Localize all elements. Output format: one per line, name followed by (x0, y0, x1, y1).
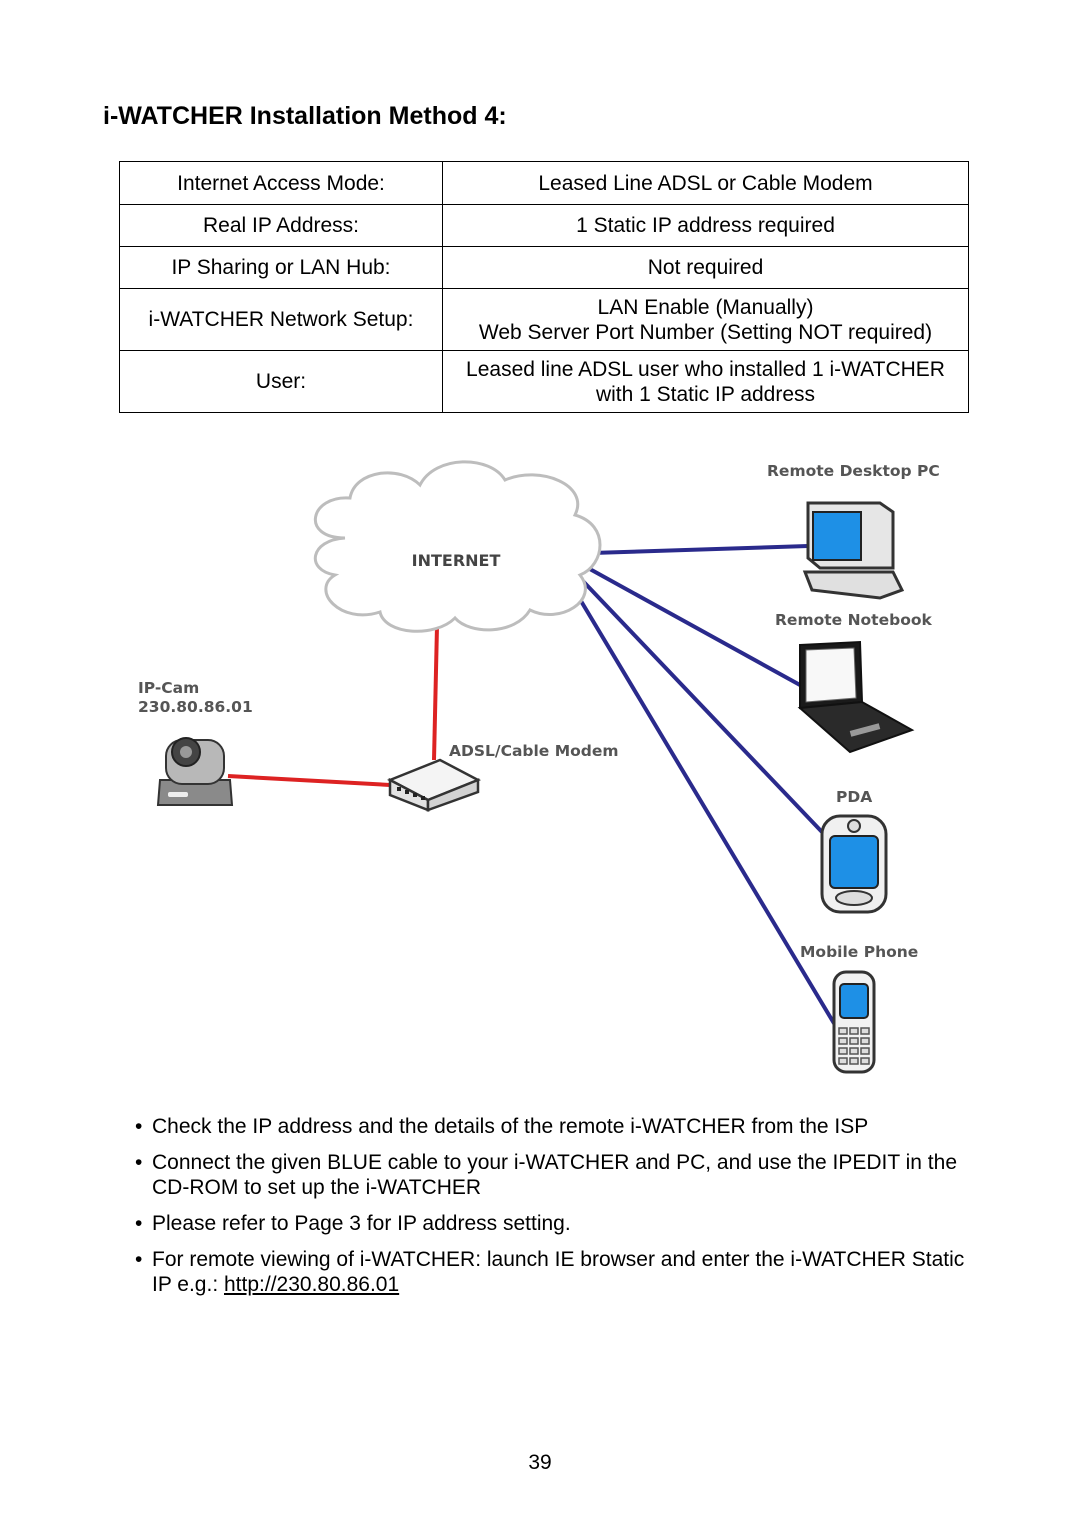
row-value: Leased line ADSL user who installed 1 i-… (442, 350, 969, 413)
blue-cable-phone (570, 584, 837, 1027)
page-title: i-WATCHER Installation Method 4: (103, 102, 507, 130)
blue-cable-pda (578, 576, 824, 834)
list-item: • Connect the given BLUE cable to your i-… (132, 1150, 972, 1200)
specs-table: Internet Access Mode: Leased Line ADSL o… (119, 161, 969, 413)
remote-desktop-label: Remote Desktop PC (767, 462, 940, 480)
ipcam-ip-label: 230.80.86.01 (138, 698, 253, 716)
pda-label: PDA (836, 788, 872, 806)
note-text: Connect the given BLUE cable to your i-W… (152, 1151, 958, 1199)
notebook-icon (797, 640, 915, 754)
note-text: Please refer to Page 3 for IP address se… (152, 1212, 571, 1235)
red-cable-modem-internet (432, 625, 439, 761)
mobile-phone-label: Mobile Phone (800, 943, 918, 961)
bullet: • (135, 1115, 143, 1138)
page-number: 39 (528, 1451, 552, 1474)
note-text: For remote viewing of i-WATCHER: launch … (152, 1248, 965, 1296)
notes-list: • Check the IP address and the details of… (132, 1114, 972, 1308)
list-item: • Check the IP address and the details of… (132, 1114, 972, 1139)
bullet: • (135, 1151, 143, 1174)
example-url-link[interactable]: http://230.80.86.01 (224, 1273, 400, 1296)
row-value: 1 Static IP address required (442, 204, 969, 247)
row-value: Leased Line ADSL or Cable Modem (442, 161, 969, 205)
mobile-phone-icon (832, 970, 876, 1074)
ipcam-name-label: IP-Cam (138, 679, 199, 697)
table-row: Real IP Address: 1 Static IP address req… (119, 204, 969, 247)
network-diagram: INTERNET Remote Desktop PC Remote Notebo… (138, 460, 940, 1074)
red-cable-cam-modem (227, 774, 391, 787)
row-value: Not required (442, 246, 969, 289)
row-value-line: LAN Enable (Manually) (597, 295, 814, 319)
row-value-line: with 1 Static IP address (595, 382, 816, 406)
row-value-line: Leased line ADSL user who installed 1 i-… (466, 357, 945, 381)
pda-icon (820, 814, 888, 914)
internet-cloud-icon: INTERNET (313, 460, 602, 633)
list-item: • Please refer to Page 3 for IP address s… (132, 1211, 972, 1236)
modem-icon (387, 758, 481, 812)
row-label: i-WATCHER Network Setup: (119, 288, 443, 351)
note-text: Check the IP address and the details of … (152, 1115, 869, 1138)
cables (227, 544, 837, 1027)
row-label: Real IP Address: (119, 204, 443, 247)
cloud-label: INTERNET (412, 551, 501, 570)
ip-cam-icon (156, 737, 234, 806)
row-value: LAN Enable (Manually) Web Server Port Nu… (442, 288, 969, 351)
row-value-line: Leased Line ADSL or Cable Modem (538, 171, 873, 195)
row-value-line: Web Server Port Number (Setting NOT requ… (478, 320, 933, 344)
table-row: IP Sharing or LAN Hub: Not required (119, 246, 969, 289)
desktop-pc-icon (802, 501, 905, 600)
bullet: • (135, 1212, 143, 1235)
table-row: i-WATCHER Network Setup: LAN Enable (Man… (119, 288, 969, 351)
row-label: User: (119, 350, 443, 413)
row-value-line: 1 Static IP address required (576, 214, 835, 237)
list-item: • For remote viewing of i-WATCHER: launch… (132, 1247, 972, 1297)
bullet: • (135, 1248, 143, 1271)
blue-cable-notebook (587, 566, 801, 687)
row-value-line: Not required (647, 256, 764, 279)
table-row: User: Leased line ADSL user who installe… (119, 350, 969, 413)
row-label: IP Sharing or LAN Hub: (119, 246, 443, 289)
modem-label: ADSL/Cable Modem (449, 742, 619, 760)
remote-notebook-label: Remote Notebook (775, 611, 933, 629)
row-label: Internet Access Mode: (119, 161, 443, 205)
blue-cable-desktop (591, 544, 809, 555)
table-row: Internet Access Mode: Leased Line ADSL o… (119, 161, 969, 205)
